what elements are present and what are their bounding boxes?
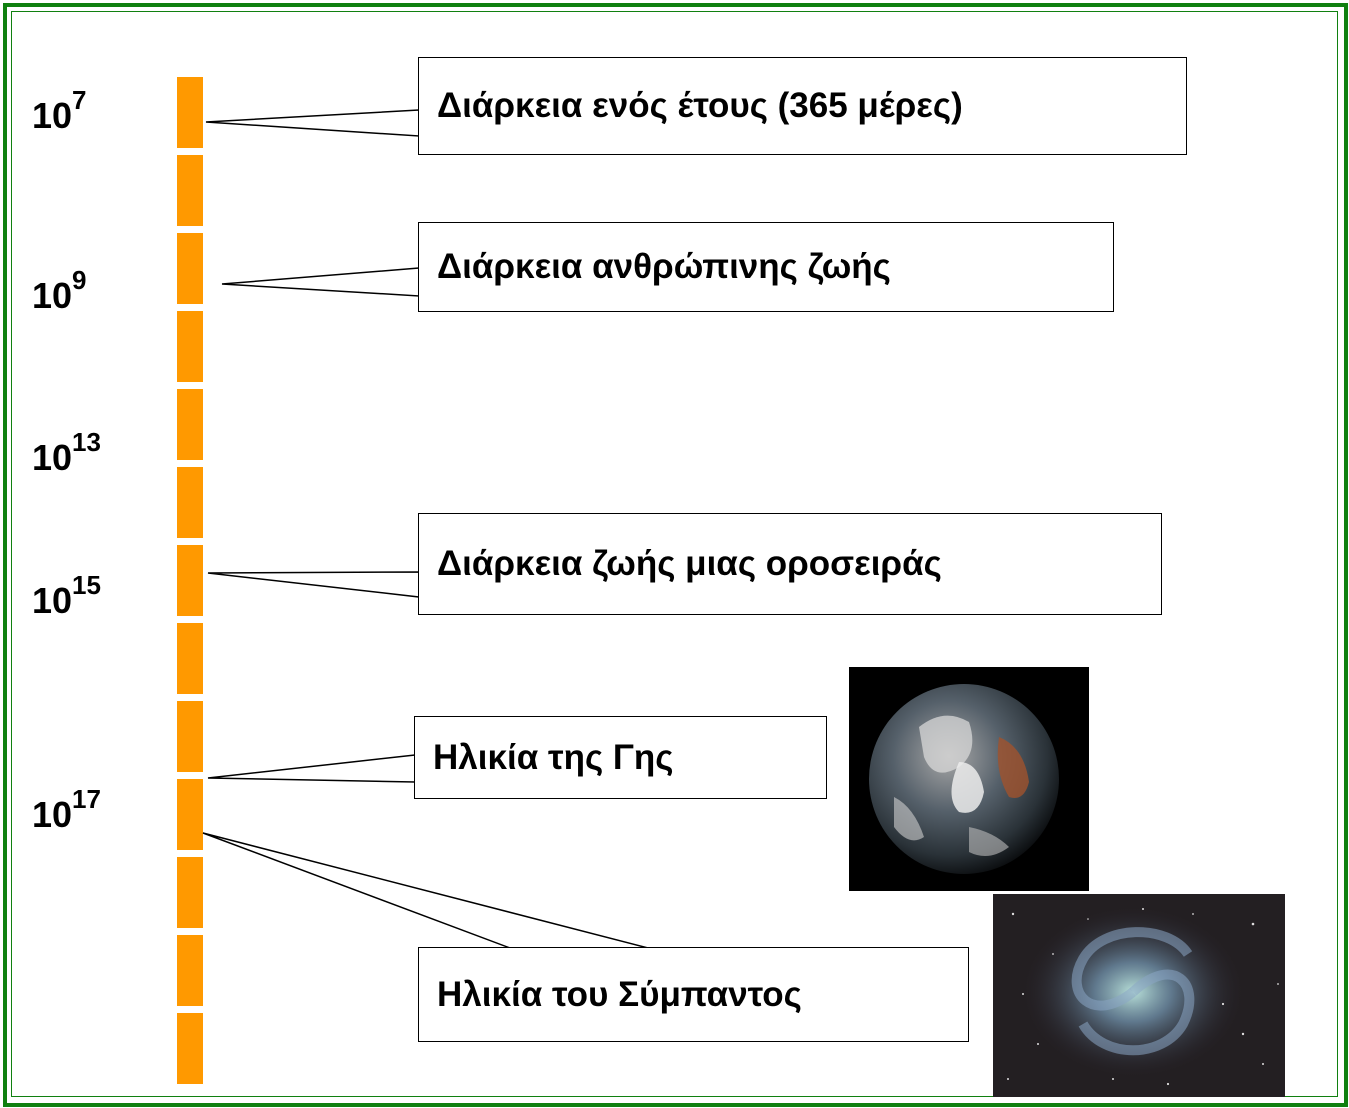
spiral-galaxy-photo (993, 894, 1285, 1097)
tick-label-1: 107 (32, 85, 87, 136)
scale-segment (177, 311, 203, 382)
earth-photo (849, 667, 1089, 891)
scale-segment (177, 779, 203, 850)
pointer-universe-age (202, 832, 649, 949)
pointer-mountain (207, 571, 420, 598)
scale-segment (177, 857, 203, 928)
outer-frame (3, 3, 1348, 1107)
callout-human-life-text: Διάρκεια ανθρώπινης ζωής (437, 247, 891, 286)
earth-image (869, 684, 1059, 874)
scale-segment (177, 545, 203, 616)
scale-segment (177, 77, 203, 148)
scale-segment (177, 623, 203, 694)
inner-frame (11, 11, 1338, 1097)
callout-mountain-text: Διάρκεια ζωής μιας οροσειράς (437, 544, 942, 583)
scale-segment (177, 935, 203, 1006)
callout-mountain: Διάρκεια ζωής μιας οροσειράς (418, 513, 1162, 615)
scale-segment (177, 701, 203, 772)
callout-human-life: Διάρκεια ανθρώπινης ζωής (418, 222, 1114, 312)
pointer-year (205, 109, 420, 137)
scale-segment (177, 389, 203, 460)
scale-segment (177, 233, 203, 304)
tick-label-5: 1017 (32, 784, 101, 835)
callout-year: Διάρκεια ενός έτους (365 μέρες) (418, 57, 1187, 155)
scale-segment (177, 1013, 203, 1084)
scale-segment (177, 155, 203, 226)
callout-year-text: Διάρκεια ενός έτους (365 μέρες) (437, 86, 963, 125)
pointer-earth-age (207, 754, 416, 783)
callout-earth-age: Ηλικία της Γης (414, 716, 827, 799)
galaxy-image (993, 894, 1285, 1097)
tick-label-2: 109 (32, 265, 87, 316)
tick-label-4: 1015 (32, 570, 101, 621)
callout-universe-age: Ηλικία του Σύμπαντος (418, 947, 969, 1042)
pointer-human-life (221, 267, 420, 297)
callout-universe-age-text: Ηλικία του Σύμπαντος (437, 974, 802, 1014)
tick-label-3: 1013 (32, 427, 101, 478)
callout-earth-age-text: Ηλικία της Γης (433, 737, 674, 777)
scale-segment (177, 467, 203, 538)
